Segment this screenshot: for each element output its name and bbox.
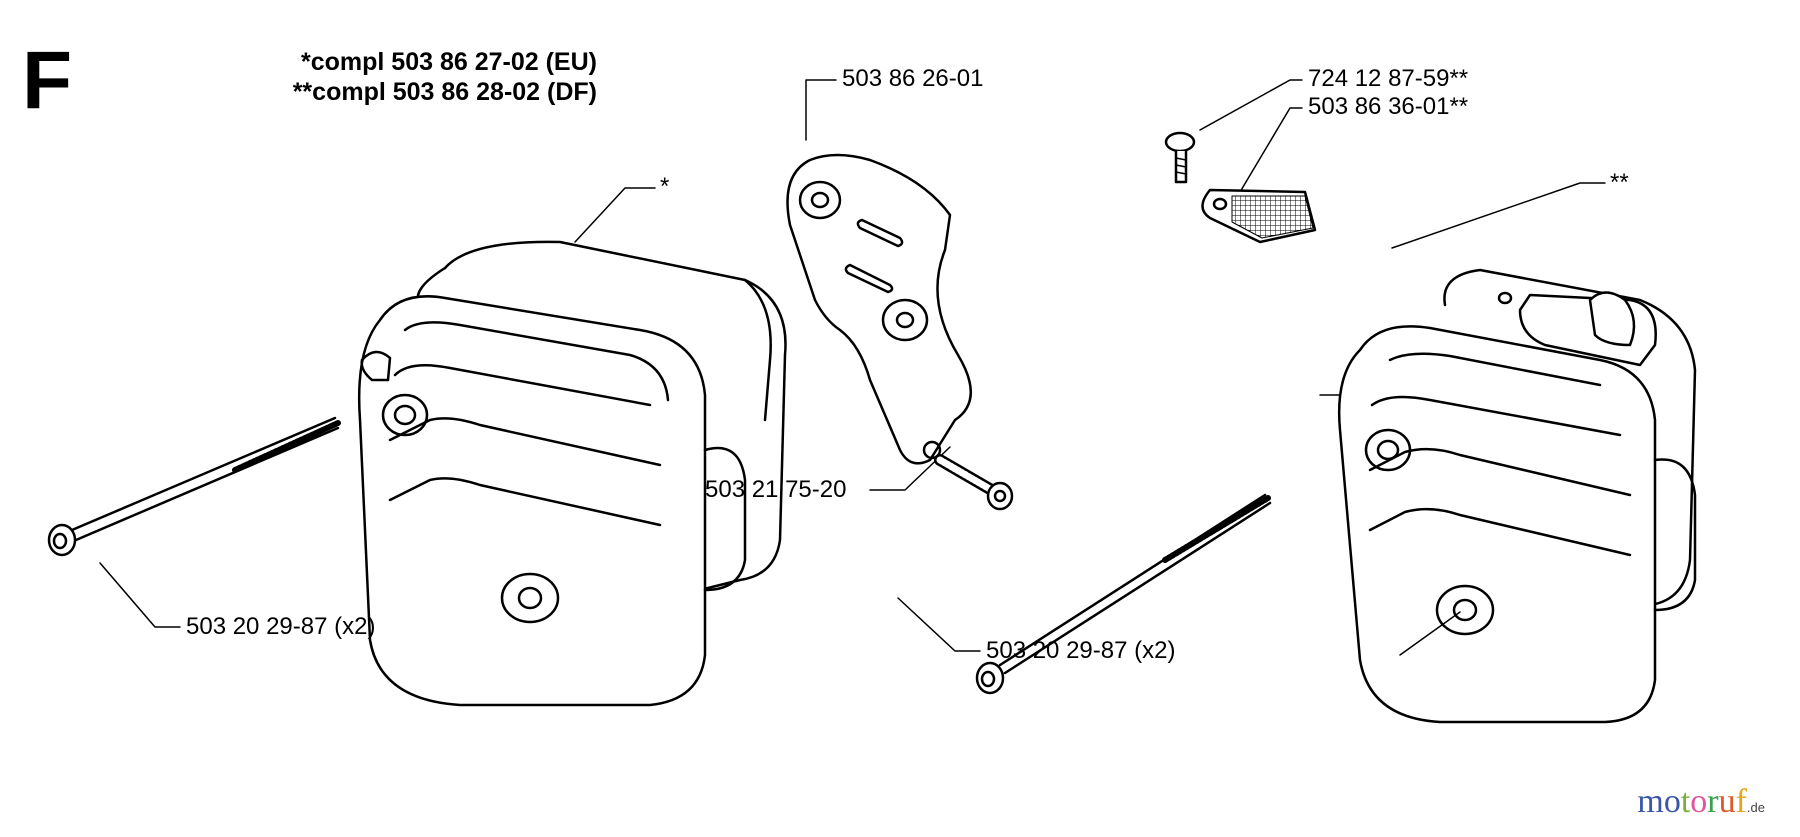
logo-letter: o [1690, 783, 1708, 820]
bracket-screw-drawing [934, 454, 1014, 511]
muffler-eu-drawing [357, 240, 787, 707]
logo-letter: m [1637, 783, 1664, 820]
watermark-logo: motoruf.de [1637, 785, 1765, 825]
callout-spark-screen: 503 86 36-01** [1308, 93, 1469, 120]
callout-bracket: 503 86 26-01 [842, 65, 984, 92]
callout-muffler-eu: * [660, 173, 670, 200]
logo-letter: r [1707, 783, 1719, 820]
bolt-left-drawing [47, 416, 341, 557]
header-line-eu: *compl 503 86 27-02 (EU) [301, 48, 597, 76]
section-letter: F [22, 35, 73, 126]
bracket-drawing [786, 153, 972, 465]
callout-muffler-df: ** [1610, 169, 1629, 196]
logo-letter: f [1735, 783, 1747, 820]
logo-suffix: .de [1746, 800, 1765, 815]
spark-screen-drawing [1201, 188, 1317, 244]
callout-bolt-left: 503 20 29-87 (x2) [186, 613, 376, 640]
callout-screw-top: 724 12 87-59** [1308, 65, 1469, 92]
callout-bracket-screw: 503 21 75-20 [705, 476, 847, 503]
logo-letter: t [1680, 783, 1691, 820]
logo-letter: o [1663, 783, 1681, 820]
bolt-right-drawing [975, 493, 1272, 695]
logo-letter: u [1718, 783, 1736, 820]
muffler-df-drawing [1337, 268, 1697, 724]
callout-bolt-right: 503 20 29-87 (x2) [986, 637, 1176, 664]
top-screw-drawing [1164, 131, 1196, 184]
header-line-df: **compl 503 86 28-02 (DF) [292, 78, 597, 106]
